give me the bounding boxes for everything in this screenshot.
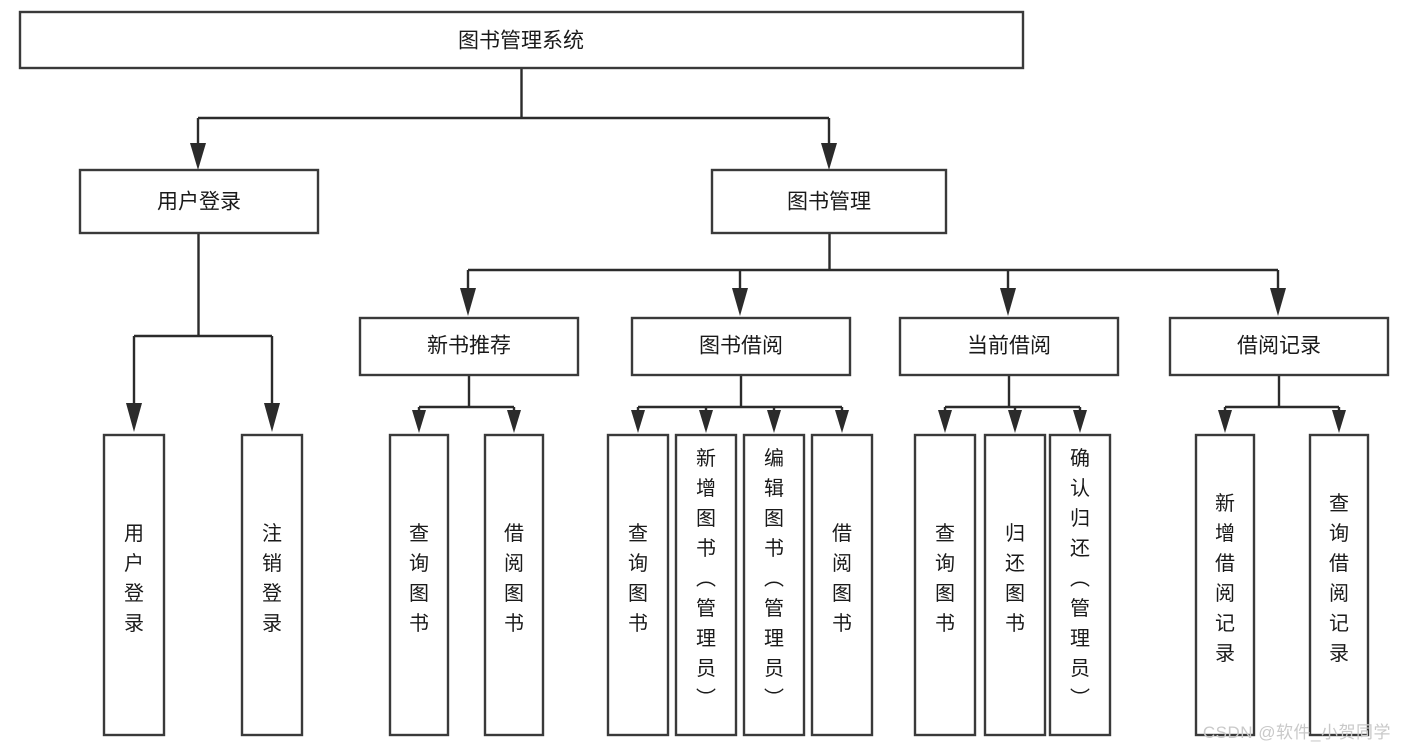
- arrow-head-leaf-user-login: [126, 403, 142, 432]
- leaf-node-label: 查询图书: [409, 522, 429, 635]
- leaf-node[interactable]: 查询图书: [388, 433, 450, 737]
- node-book-management-label: 图书管理: [787, 191, 871, 214]
- node-root-label: 图书管理系统: [458, 30, 584, 53]
- leaf-node[interactable]: 借阅图书: [483, 433, 545, 737]
- leaf-node-box[interactable]: [913, 433, 977, 737]
- node-root[interactable]: 图书管理系统: [18, 10, 1025, 70]
- leaf-node-box[interactable]: [388, 433, 450, 737]
- leaf-node[interactable]: 注销登录: [240, 433, 304, 737]
- leaf-node-label: 确认归还︵管理员︶: [1070, 447, 1090, 710]
- leaf-node[interactable]: 查询图书: [913, 433, 977, 737]
- node-root-box[interactable]: [18, 10, 1025, 70]
- node-book-borrow-label: 图书借阅: [699, 335, 783, 358]
- node-borrow-record[interactable]: 借阅记录: [1168, 316, 1390, 377]
- node-current-borrow[interactable]: 当前借阅: [898, 316, 1120, 377]
- leaf-node-label: 借阅图书: [832, 522, 852, 635]
- leaf-node-label: 注销登录: [262, 522, 282, 635]
- leaf-node-box[interactable]: [1308, 433, 1370, 737]
- leaf-node-box[interactable]: [102, 433, 166, 737]
- leaf-node[interactable]: 新增图书︵管理员︶: [674, 433, 738, 737]
- arrow-head-new-book: [460, 288, 476, 316]
- arrow-head-leaf-logout: [264, 403, 280, 432]
- leaf-node-layer: 用户登录 注销登录 查询图书 借阅图书 查询图书 新增图书︵管理员︶ 编辑图书︵管理员︶ 借阅…: [102, 433, 1370, 737]
- leaf-node-box[interactable]: [983, 433, 1047, 737]
- leaf-node[interactable]: 归还图书: [983, 433, 1047, 737]
- arrow-head-nb-borrow: [507, 410, 521, 433]
- leaf-node-label: 归还图书: [1005, 522, 1025, 635]
- leaf-node-label: 用户登录: [124, 523, 144, 635]
- leaf-node-box[interactable]: [1048, 433, 1112, 737]
- arrow-head-bb-query: [631, 410, 645, 433]
- leaf-node-label: 查询图书: [628, 522, 648, 635]
- node-user-login[interactable]: 用户登录: [78, 168, 320, 235]
- leaf-node-label: 新增借阅记录: [1215, 492, 1235, 665]
- connector-layer: [126, 68, 1346, 433]
- arrow-head-bb-borrow: [835, 410, 849, 433]
- leaf-node[interactable]: 确认归还︵管理员︶: [1048, 433, 1112, 737]
- node-borrow-record-box[interactable]: [1168, 316, 1390, 377]
- leaf-node[interactable]: 新增借阅记录: [1194, 433, 1256, 737]
- leaf-node-box[interactable]: [483, 433, 545, 737]
- leaf-node-label: 编辑图书︵管理员︶: [764, 447, 784, 710]
- node-current-borrow-label: 当前借阅: [967, 335, 1051, 358]
- node-book-borrow[interactable]: 图书借阅: [630, 316, 852, 377]
- node-book-management[interactable]: 图书管理: [710, 168, 948, 235]
- arrow-head-borrow-record: [1270, 288, 1286, 316]
- arrow-head-current-borrow: [1000, 288, 1016, 316]
- arrow-head-bb-add: [699, 410, 713, 433]
- arrow-head-book-borrow: [732, 288, 748, 316]
- leaf-node-box[interactable]: [240, 433, 304, 737]
- leaf-node[interactable]: 查询借阅记录: [1308, 433, 1370, 737]
- node-new-book-recommend-box[interactable]: [358, 316, 580, 377]
- node-borrow-record-label: 借阅记录: [1237, 335, 1321, 358]
- arrow-head-br-add: [1218, 410, 1232, 433]
- leaf-node[interactable]: 用户登录: [102, 433, 166, 737]
- arrow-head-cb-return: [1008, 410, 1022, 433]
- leaf-node-box[interactable]: [742, 433, 806, 737]
- leaf-node-label: 新增图书︵管理员︶: [696, 447, 716, 710]
- node-book-borrow-box[interactable]: [630, 316, 852, 377]
- arrow-head-cb-confirm: [1073, 410, 1087, 433]
- leaf-node[interactable]: 借阅图书: [810, 433, 874, 737]
- arrow-head-bb-edit: [767, 410, 781, 433]
- node-new-book-recommend-label: 新书推荐: [427, 335, 511, 358]
- leaf-node[interactable]: 编辑图书︵管理员︶: [742, 433, 806, 737]
- arrow-head-user-login: [190, 143, 206, 170]
- arrow-head-book-mgmt: [821, 143, 837, 170]
- leaf-node-box[interactable]: [674, 433, 738, 737]
- leaf-node-label: 查询借阅记录: [1329, 492, 1349, 665]
- node-user-login-box[interactable]: [78, 168, 320, 235]
- leaf-node-box[interactable]: [1194, 433, 1256, 737]
- node-new-book-recommend[interactable]: 新书推荐: [358, 316, 580, 377]
- leaf-node-label: 借阅图书: [504, 522, 524, 635]
- node-user-login-label: 用户登录: [157, 191, 241, 214]
- leaf-node-box[interactable]: [606, 433, 670, 737]
- node-book-management-box[interactable]: [710, 168, 948, 235]
- arrow-head-br-query: [1332, 410, 1346, 433]
- node-current-borrow-box[interactable]: [898, 316, 1120, 377]
- leaf-node-label: 查询图书: [935, 522, 955, 635]
- leaf-node-box[interactable]: [810, 433, 874, 737]
- arrow-head-nb-query: [412, 410, 426, 433]
- leaf-node[interactable]: 查询图书: [606, 433, 670, 737]
- arrow-head-cb-query: [938, 410, 952, 433]
